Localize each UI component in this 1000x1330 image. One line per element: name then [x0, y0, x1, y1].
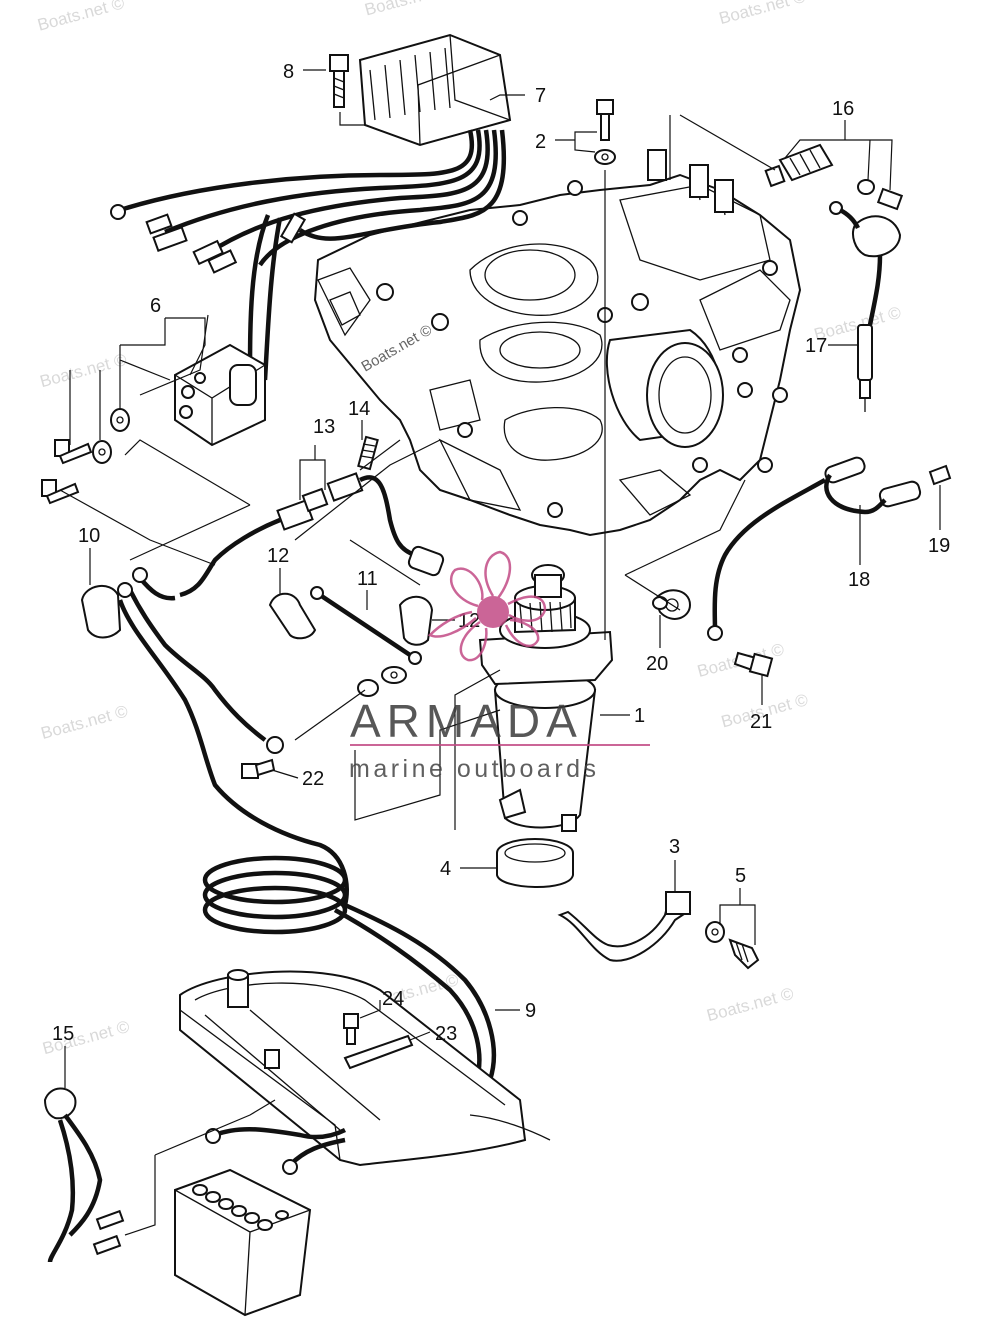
terminal-cover-12-icon [268, 592, 434, 646]
watermark-text: Boats.net © [363, 0, 454, 20]
callout-leaders [64, 69, 941, 1088]
starter-relay-icon [174, 343, 266, 447]
plate-23-icon [343, 1034, 414, 1070]
nut-washer-icon [357, 666, 407, 697]
callout-1: 1 [634, 705, 645, 727]
callout-numbers: 1 2 3 4 5 6 7 8 9 10 11 12 12 13 14 15 1… [52, 61, 950, 1045]
rectifier-bolt-icon [329, 54, 349, 108]
callout-6: 6 [150, 295, 161, 317]
callout-14: 14 [348, 398, 370, 420]
callout-21: 21 [750, 711, 772, 733]
battery-icon [174, 1168, 312, 1317]
brand-name: ARMADA [350, 695, 583, 747]
callout-24: 24 [382, 988, 404, 1010]
brand-tagline: marine outboards [349, 755, 600, 783]
rectifier-wires [110, 129, 507, 415]
screw-19-icon [928, 464, 952, 486]
callout-3: 3 [669, 836, 680, 858]
callout-15: 15 [52, 1023, 74, 1045]
callout-4: 4 [440, 858, 451, 880]
bolt-21-icon [733, 651, 774, 678]
callout-10: 10 [78, 525, 100, 547]
callout-5: 5 [735, 865, 746, 887]
watermark-text: Boats.net © [39, 701, 130, 743]
engine-block-icon: Boats.net © [313, 149, 802, 537]
callout-11: 11 [357, 568, 378, 590]
callout-12: 12 [267, 545, 289, 567]
sensor-16-icon [764, 143, 904, 215]
callout-18: 18 [848, 569, 870, 591]
battery-cables [205, 1126, 347, 1175]
harness-coil-icon [117, 582, 497, 1121]
watermark-text: Boats.net © [705, 984, 796, 1026]
lead-18-icon [707, 456, 922, 641]
callout-2: 2 [535, 131, 546, 153]
fuse-15-icon [43, 1087, 125, 1263]
callout-8: 8 [283, 61, 294, 83]
watermark-text: Boats.net © [717, 0, 808, 28]
band-4-icon [496, 838, 574, 888]
callout-7: 7 [535, 85, 546, 107]
rectifier-icon [358, 33, 512, 147]
brand-flower-icon [427, 550, 547, 662]
callout-9: 9 [525, 1000, 536, 1022]
starter-motor-icon [478, 564, 614, 832]
callout-22: 22 [302, 768, 324, 790]
relay-screws [41, 408, 130, 505]
bracket-3-icon [557, 891, 692, 962]
screw-22-icon [241, 758, 276, 779]
connector-13-icon [132, 472, 445, 601]
watermark-text: Boats.net © [35, 0, 126, 35]
brand-logo: ARMADA marine outboards [349, 550, 650, 783]
assembly-lines [59, 112, 776, 1236]
callout-19: 19 [928, 535, 950, 557]
bolt-24-icon [343, 1013, 359, 1045]
lower-cowl-icon [179, 969, 551, 1167]
callout-23: 23 [435, 1023, 457, 1045]
callout-13: 13 [313, 416, 335, 438]
cable-11-icon [310, 586, 422, 665]
callout-16: 16 [832, 98, 854, 120]
bolt-5-icon [705, 921, 760, 970]
terminal-cover-10-icon [80, 585, 122, 639]
callout-17: 17 [805, 335, 827, 357]
watermark-text: Boats.net © [38, 350, 129, 392]
bolt-2-icon [594, 99, 616, 165]
sensor-cap-17-icon [838, 207, 902, 412]
callout-20: 20 [646, 653, 668, 675]
